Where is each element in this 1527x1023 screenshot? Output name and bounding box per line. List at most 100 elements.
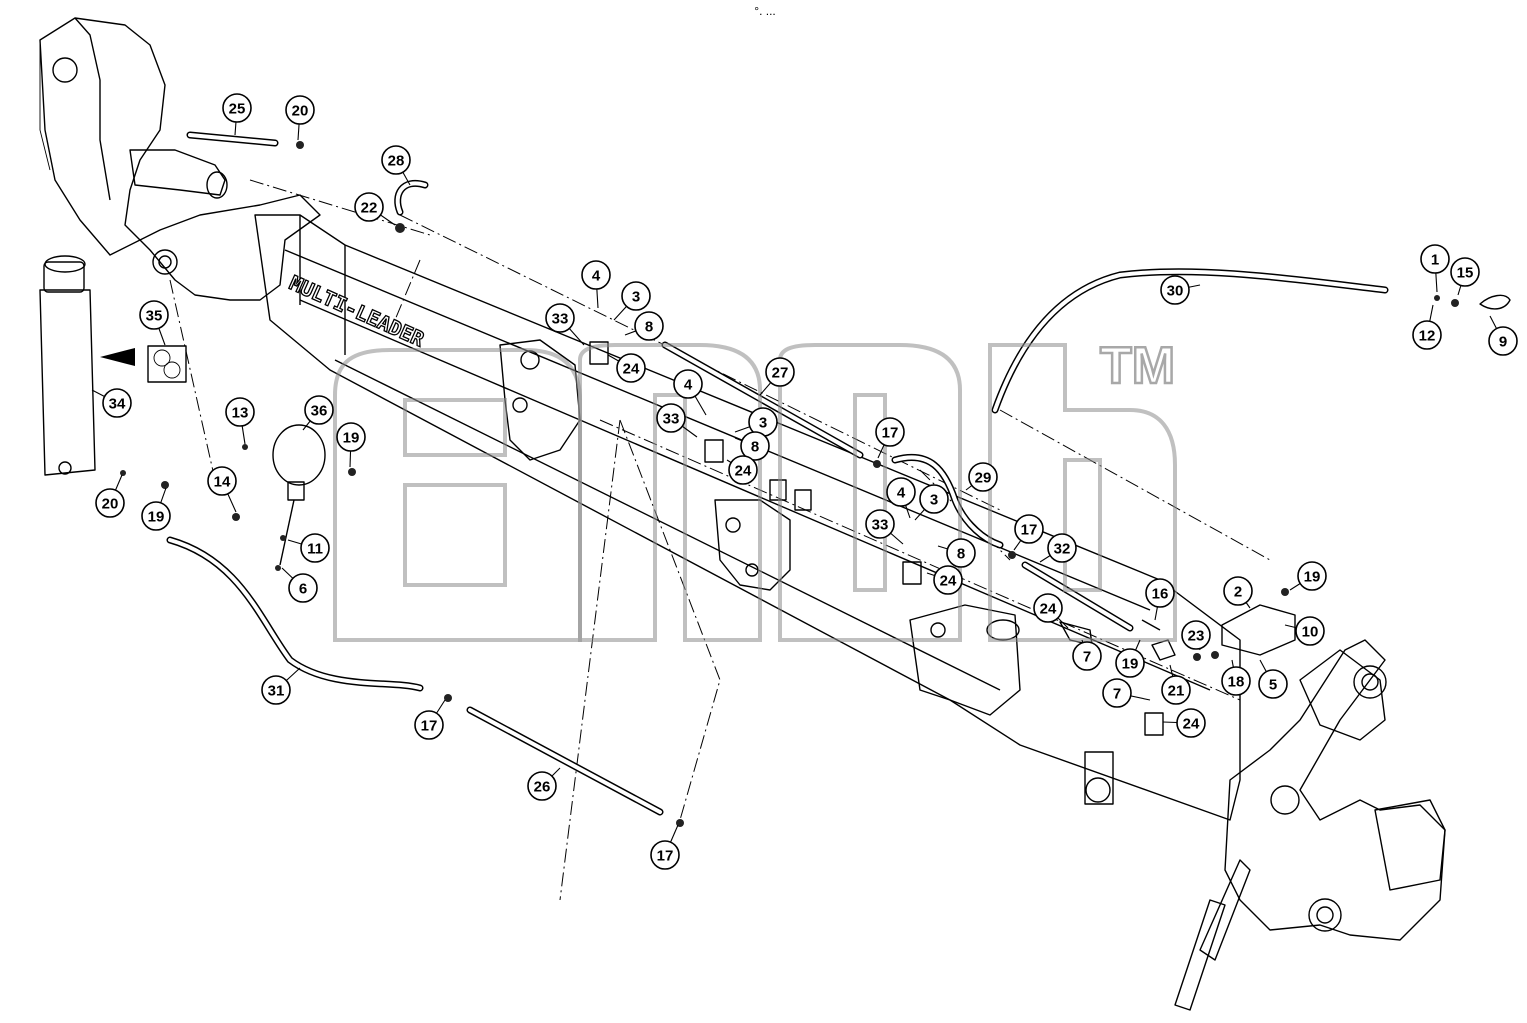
callout-number: 33 <box>663 411 680 428</box>
callout-circle <box>288 573 318 603</box>
callout-circle <box>1297 561 1327 591</box>
callout-32: 32 <box>1047 533 1077 563</box>
callout-8: 8 <box>946 538 976 568</box>
callout-circle <box>304 395 334 425</box>
callout-number: 3 <box>632 289 640 306</box>
callout-circle <box>1450 257 1480 287</box>
callout-24: 24 <box>728 455 758 485</box>
callout-number: 30 <box>1167 283 1184 300</box>
callout-circle <box>1145 578 1175 608</box>
callout-circle <box>300 533 330 563</box>
callout-17: 17 <box>875 417 905 447</box>
callout-number: 17 <box>421 718 438 735</box>
callout-number: 1 <box>1431 252 1439 269</box>
callout-number: 4 <box>592 268 601 285</box>
callout-36: 36 <box>304 395 334 425</box>
callout-number: 35 <box>146 308 163 325</box>
callout-31: 31 <box>261 675 291 705</box>
callout-10: 10 <box>1295 616 1325 646</box>
callout-circle <box>545 303 575 333</box>
callout-circle <box>95 488 125 518</box>
callout-number: 36 <box>311 403 328 420</box>
callout-number: 22 <box>361 200 378 217</box>
callout-24: 24 <box>1033 593 1063 623</box>
callout-circle <box>261 675 291 705</box>
callout-19: 19 <box>1115 648 1145 678</box>
callout-number: 31 <box>268 683 285 700</box>
callout-number: 24 <box>940 573 957 590</box>
callout-number: 33 <box>872 517 889 534</box>
callout-14: 14 <box>207 466 237 496</box>
callout-circle <box>1176 708 1206 738</box>
callout-24: 24 <box>933 565 963 595</box>
callout-17: 17 <box>1014 514 1044 544</box>
callout-4: 4 <box>581 260 611 290</box>
callout-circle <box>207 466 237 496</box>
callout-number: 19 <box>148 509 165 526</box>
callout-circle <box>673 369 703 399</box>
callout-15: 15 <box>1450 257 1480 287</box>
boom-assembly: MULTI-LEADER <box>39 17 1446 1011</box>
callout-number: 33 <box>552 311 569 328</box>
callout-number: 17 <box>657 848 674 865</box>
callout-number: 10 <box>1302 624 1319 641</box>
callout-circle <box>616 353 646 383</box>
callout-circle <box>336 422 366 452</box>
callout-circle <box>656 403 686 433</box>
callout-number: 12 <box>1419 328 1436 345</box>
callout-8: 8 <box>634 311 664 341</box>
callout-circle <box>285 95 315 125</box>
callout-27: 27 <box>765 357 795 387</box>
callout-number: 8 <box>645 319 653 336</box>
callout-17: 17 <box>414 710 444 740</box>
callout-30: 30 <box>1160 275 1190 305</box>
callout-17: 17 <box>650 840 680 870</box>
callout-number: 2 <box>1234 584 1242 601</box>
callout-number: 6 <box>299 581 307 598</box>
callout-circle <box>1033 593 1063 623</box>
callout-3: 3 <box>748 407 778 437</box>
callout-number: 14 <box>214 474 231 491</box>
callout-number: 20 <box>292 103 309 120</box>
callout-number: 9 <box>1499 334 1507 351</box>
callout-circle <box>1047 533 1077 563</box>
callout-circle <box>765 357 795 387</box>
callout-circle <box>865 509 895 539</box>
callout-circle <box>1258 669 1288 699</box>
callout-circle <box>381 145 411 175</box>
trademark-symbol: TM <box>1100 337 1175 395</box>
callout-33: 33 <box>656 403 686 433</box>
components <box>39 141 1511 827</box>
callout-number: 24 <box>735 463 752 480</box>
callout-number: 25 <box>229 101 246 118</box>
callout-number: 19 <box>1304 569 1321 586</box>
callout-number: 23 <box>1188 628 1205 645</box>
callout-9: 9 <box>1488 326 1518 356</box>
callout-circle <box>581 260 611 290</box>
callout-number: 24 <box>1040 601 1057 618</box>
callout-number: 28 <box>388 153 405 170</box>
callout-11: 11 <box>300 533 330 563</box>
callout-circle <box>1412 320 1442 350</box>
callout-circle <box>1488 326 1518 356</box>
callout-circle <box>1420 244 1450 274</box>
callout-number: 11 <box>307 541 323 558</box>
callout-number: 27 <box>772 365 789 382</box>
callout-circle <box>1161 675 1191 705</box>
callout-circle <box>621 281 651 311</box>
callout-number: 17 <box>882 425 899 442</box>
callout-24: 24 <box>616 353 646 383</box>
callout-16: 16 <box>1145 578 1175 608</box>
callout-19: 19 <box>1297 561 1327 591</box>
callout-circle <box>875 417 905 447</box>
callout-19: 19 <box>336 422 366 452</box>
callout-circle <box>222 93 252 123</box>
callout-24: 24 <box>1176 708 1206 738</box>
callout-number: 8 <box>751 439 759 456</box>
callout-number: 24 <box>1183 716 1200 733</box>
callout-number: 7 <box>1113 686 1121 703</box>
callout-5: 5 <box>1258 669 1288 699</box>
callout-28: 28 <box>381 145 411 175</box>
callout-circle <box>650 840 680 870</box>
